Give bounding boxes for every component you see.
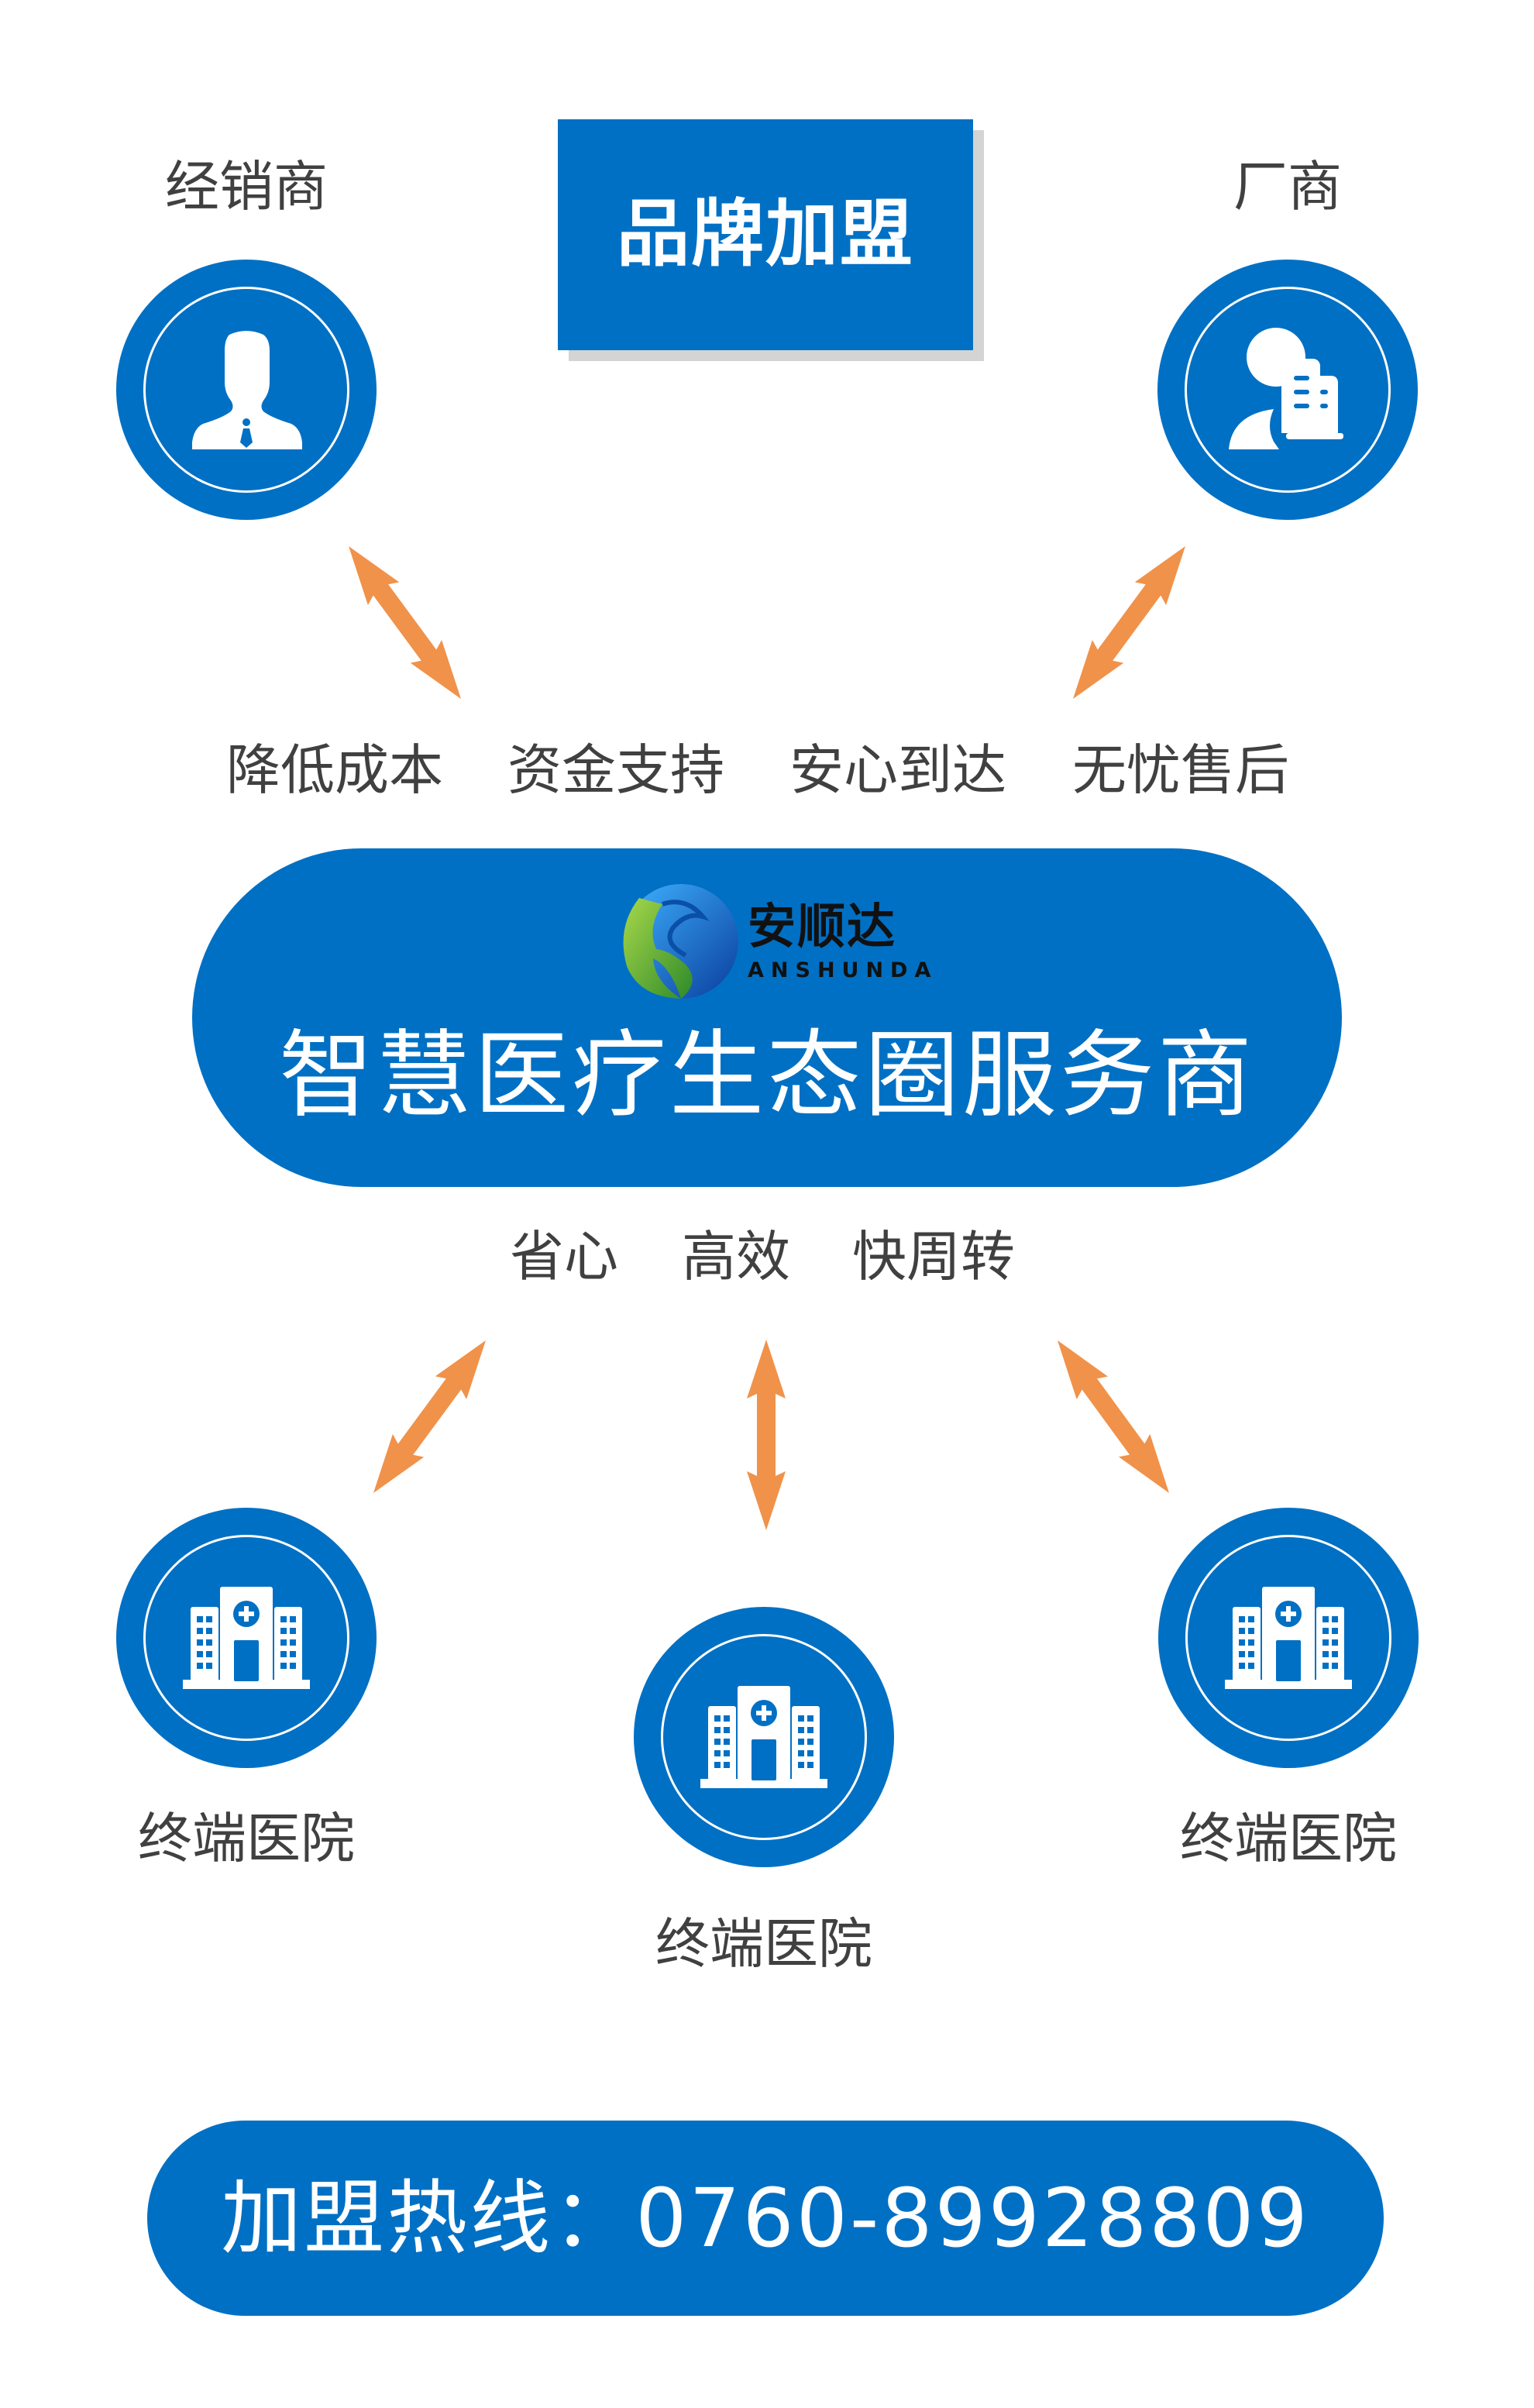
partner-label-manufacturer: 厂商 (1233, 155, 1342, 218)
hotline-banner[interactable]: 加盟热线：0760-89928809 (147, 2121, 1384, 2316)
benefit-funding-support: 资金支持 (507, 738, 724, 802)
company-tagline: 智慧医疗生态圈服务商 (279, 1020, 1255, 1130)
hospital-circle-left (116, 1508, 377, 1768)
circle-ring (1185, 287, 1391, 493)
company-logo: 安顺达 ANSHUNDA (616, 881, 930, 1002)
company-banner: 安顺达 ANSHUNDA 智慧医疗生态圈服务商 (192, 848, 1342, 1187)
hospital-label-right: 终端医院 (1180, 1807, 1397, 1870)
benefit-safe-delivery: 安心到达 (789, 738, 1006, 802)
hospital-circle-center (634, 1607, 894, 1867)
hotline-text[interactable]: 加盟热线：0760-89928809 (221, 2171, 1310, 2265)
benefit-after-sales: 无忧售后 (1072, 738, 1289, 802)
hospital-icon (183, 1587, 310, 1689)
benefit-reduce-cost: 降低成本 (226, 738, 443, 802)
manufacturer-circle (1157, 260, 1418, 520)
arrow-manufacturer (1073, 546, 1185, 699)
partner-label-distributor: 经销商 (165, 155, 328, 218)
distributor-circle (116, 260, 377, 520)
arrow-hospital-left (373, 1340, 486, 1493)
benefit-fast-turnover: 快周转 (852, 1225, 1015, 1288)
benefit-efficient: 高效 (682, 1225, 790, 1288)
circle-ring (1185, 1535, 1391, 1741)
hospital-label-center: 终端医院 (655, 1912, 872, 1976)
hospital-label-left: 终端医院 (138, 1807, 355, 1870)
circle-ring (143, 287, 349, 493)
arrow-distributor (349, 546, 461, 699)
logo-name: 安顺达 (748, 898, 897, 955)
brand-join-title: 品牌加盟 (616, 192, 914, 277)
circle-ring (143, 1535, 349, 1741)
hospital-icon (1225, 1587, 1352, 1689)
circle-ring (661, 1634, 867, 1840)
arrow-hospital-center (747, 1340, 786, 1530)
benefits-row: 降低成本 资金支持 安心到达 无忧售后 (0, 742, 1534, 798)
benefit-worry-free: 省心 (510, 1225, 618, 1288)
arrow-hospital-right (1058, 1340, 1169, 1493)
manufacturer-icon (1229, 328, 1343, 449)
logo-globe-icon (623, 884, 738, 999)
hospital-icon (700, 1686, 827, 1788)
logo-name-en: ANSHUNDA (748, 958, 938, 982)
businessman-icon (192, 331, 302, 449)
hospital-benefits-row: 省心 高效 快周转 (0, 1229, 1534, 1285)
hospital-circle-right (1158, 1508, 1419, 1768)
brand-join-title-box: 品牌加盟 (558, 119, 973, 350)
